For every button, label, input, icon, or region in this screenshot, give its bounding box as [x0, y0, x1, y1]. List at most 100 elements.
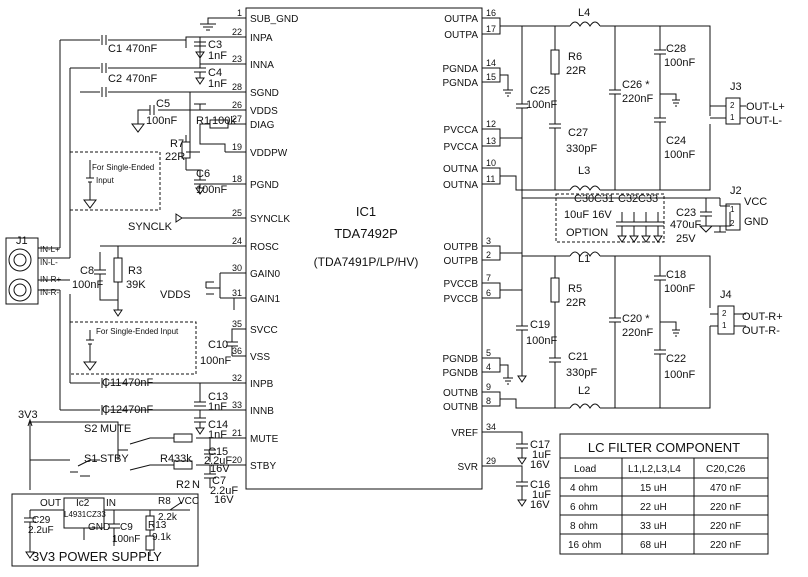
r13-value: 9.1k [152, 532, 172, 543]
ic1-pin-name: PGNDB [442, 368, 478, 379]
ic1-pin-name: PVCCB [444, 294, 479, 305]
ic1-right-pins: 16OUTPA17OUTPA14PGNDA15PGNDA12PVCCA13PVC… [442, 8, 496, 473]
c2-label: C2 [108, 73, 122, 85]
ic1-pin-number: 1 [237, 8, 242, 18]
l4-label: L4 [578, 7, 590, 19]
rail-3v3-label: 3V3 [18, 409, 38, 421]
r6-value: 22R [566, 65, 586, 77]
r7-value: 22R [165, 151, 185, 163]
c30-label: C30 [574, 193, 594, 205]
c8-value: 100nF [72, 279, 103, 291]
c25-label: C25 [530, 85, 550, 97]
left-part-labels: C1 470nF C3 1nF C2 470nF C4 1nF C5 100nF… [16, 39, 238, 506]
lc-row0-c: 470 nF [710, 483, 741, 494]
ic1-pin-number: 4 [486, 362, 491, 372]
j1-in-r-plus: IN-R+ [40, 275, 61, 284]
r7-label: R7 [170, 138, 184, 150]
c23-rating: 25V [676, 233, 696, 245]
s1-label: S1 [84, 453, 97, 465]
ic2-out-label: OUT [40, 498, 61, 509]
ic1-ref: IC1 [356, 204, 376, 219]
ic1-pin-name: INPB [250, 379, 274, 390]
left-circuit-wiring [5, 17, 246, 490]
ic1-pin-number: 27 [232, 114, 242, 124]
ic1-pin-name: OUTPA [444, 30, 478, 41]
ic1-pin-name: OUTNA [443, 180, 478, 191]
c18-label: C18 [666, 269, 686, 281]
ic1-pin-number: 30 [232, 263, 242, 273]
r8-value: 2.2k [158, 512, 178, 523]
r1-value: 100k [212, 115, 236, 127]
c17-label: C17 [530, 439, 550, 451]
lc-row2-c: 220 nF [710, 521, 741, 532]
ic1-pin-number: 36 [232, 346, 242, 356]
gnd-label: GND [744, 216, 769, 228]
ic1-pin-name: SVR [457, 462, 478, 473]
ic2-part: L4931CZ33 [64, 510, 106, 519]
c7-value: 2.2uF [210, 485, 238, 497]
stby-label: STBY [100, 453, 129, 465]
c16-rating: 16V [530, 499, 550, 511]
ic1-pin-number: 11 [486, 174, 495, 184]
ic1-pin-number: 34 [486, 422, 496, 432]
c29-value: 2.2uF [28, 525, 54, 536]
lc-row0-l: 15 uH [640, 483, 667, 494]
ic1-pin-name: VDDPW [250, 148, 288, 159]
lc-table-title: LC FILTER COMPONENT [588, 440, 740, 455]
ic1-pin-number: 26 [232, 100, 242, 110]
r2-value: N [192, 479, 200, 491]
ic1-pin-name: INPA [250, 33, 273, 44]
lc-filter-table: LC FILTER COMPONENT Load L1,L2,L3,L4 C20… [559, 433, 769, 555]
j4-pin-2: 2 [722, 309, 727, 318]
vcc-label: VCC [744, 196, 767, 208]
ic1-pin-number: 13 [486, 136, 496, 146]
ic1-pin-number: 18 [232, 174, 242, 184]
c23-value: 470uF [670, 219, 701, 231]
j2-pin-2: 2 [730, 219, 735, 228]
c15-rating: 16V [210, 463, 230, 475]
c32-label: C32 [618, 193, 638, 205]
ic1-pin-number: 7 [486, 273, 491, 283]
ic1-pin-number: 16 [486, 8, 496, 18]
lc-header-load: Load [574, 464, 596, 475]
ic1-pin-number: 14 [486, 58, 496, 68]
vcc-supply-label: VCC [178, 496, 199, 507]
ic1-pin-name: OUTPB [444, 242, 479, 253]
r5-label: R5 [568, 283, 582, 295]
c4-label: C4 [208, 67, 222, 79]
power-supply-block [11, 493, 199, 567]
r4-label: R4 [160, 453, 174, 465]
c27-value: 330pF [566, 143, 597, 155]
ic1-pin-name: PGNDB [442, 354, 478, 365]
ic1-pin-name: OUTNB [443, 402, 478, 413]
c15-label: C15 [208, 446, 228, 458]
c2-value: 470nF [126, 73, 157, 85]
r2-label: R2 [176, 479, 190, 491]
ic1-pin-name: OUTNB [443, 388, 478, 399]
j4-label: J4 [720, 289, 732, 301]
ic1-pin-number: 32 [232, 373, 242, 383]
c22-label: C22 [666, 353, 686, 365]
lc-header-caps: C20,C26 [706, 464, 746, 475]
r13-label: R13 [148, 520, 167, 531]
ic1-pin-number: 20 [232, 455, 242, 465]
l2-label: L2 [578, 385, 590, 397]
c18-value: 100nF [664, 283, 695, 295]
c9-value: 100nF [112, 534, 140, 545]
ic1-pin-number: 23 [232, 54, 242, 64]
synclk-label: SYNCLK [128, 221, 173, 233]
ic1-pin-number: 25 [232, 208, 242, 218]
lc-row1-l: 22 uH [640, 502, 667, 513]
c1-label: C1 [108, 43, 122, 55]
out-r-plus: OUT-R+ [742, 311, 783, 323]
ic1-pin-name: SUB_GND [250, 14, 298, 25]
ic1-pin-name: VDDS [250, 106, 278, 117]
ic1-left-pins: 1SUB_GND22INPA23INNA28SGND26VDDS27DIAG19… [232, 8, 298, 472]
ic1-pin-number: 31 [232, 288, 242, 298]
c14-value: 1nF [208, 429, 227, 441]
c33-label: C33 [638, 193, 658, 205]
ic1-pin-name: OUTPB [444, 256, 479, 267]
supply-labels: 3V3 OUT Ic2 IN L4931CZ33 GND C29 2.2uF C… [18, 409, 199, 564]
r1-label: R1 [196, 115, 210, 127]
ic2-in-label: IN [106, 498, 116, 509]
